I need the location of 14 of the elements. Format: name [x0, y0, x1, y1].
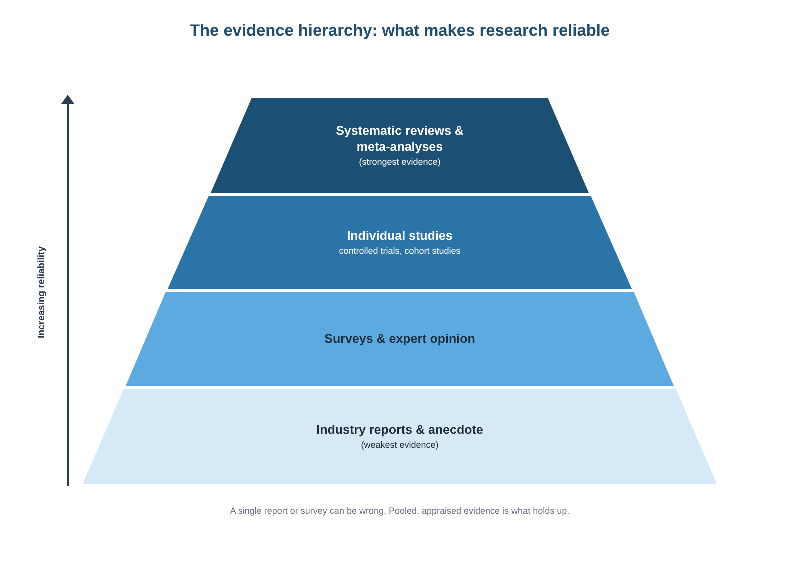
tier-heading: Surveys & expert opinion	[324, 331, 476, 347]
tier-heading: Systematic reviews & meta-analyses	[335, 122, 465, 154]
diagram-title: The evidence hierarchy: what makes research reliable	[189, 22, 611, 41]
caption: A single report or survey can be wrong. Pooled, appraised evidence is what holds up.	[229, 506, 571, 516]
pyramid-tier	[83, 389, 717, 484]
axis-label: Increasing reliability	[36, 246, 48, 338]
pyramid-tier	[168, 196, 632, 289]
tier-note: (weakest evidence)	[361, 438, 439, 452]
tier-heading: Industry reports & anecdote	[316, 422, 484, 438]
tier-note: (strongest evidence)	[359, 156, 441, 168]
pyramid-tier	[126, 292, 674, 386]
tier-heading: Individual studies	[347, 228, 453, 244]
tier-note: controlled trials, cohort studies	[339, 244, 461, 258]
pyramid-tier	[211, 98, 589, 193]
